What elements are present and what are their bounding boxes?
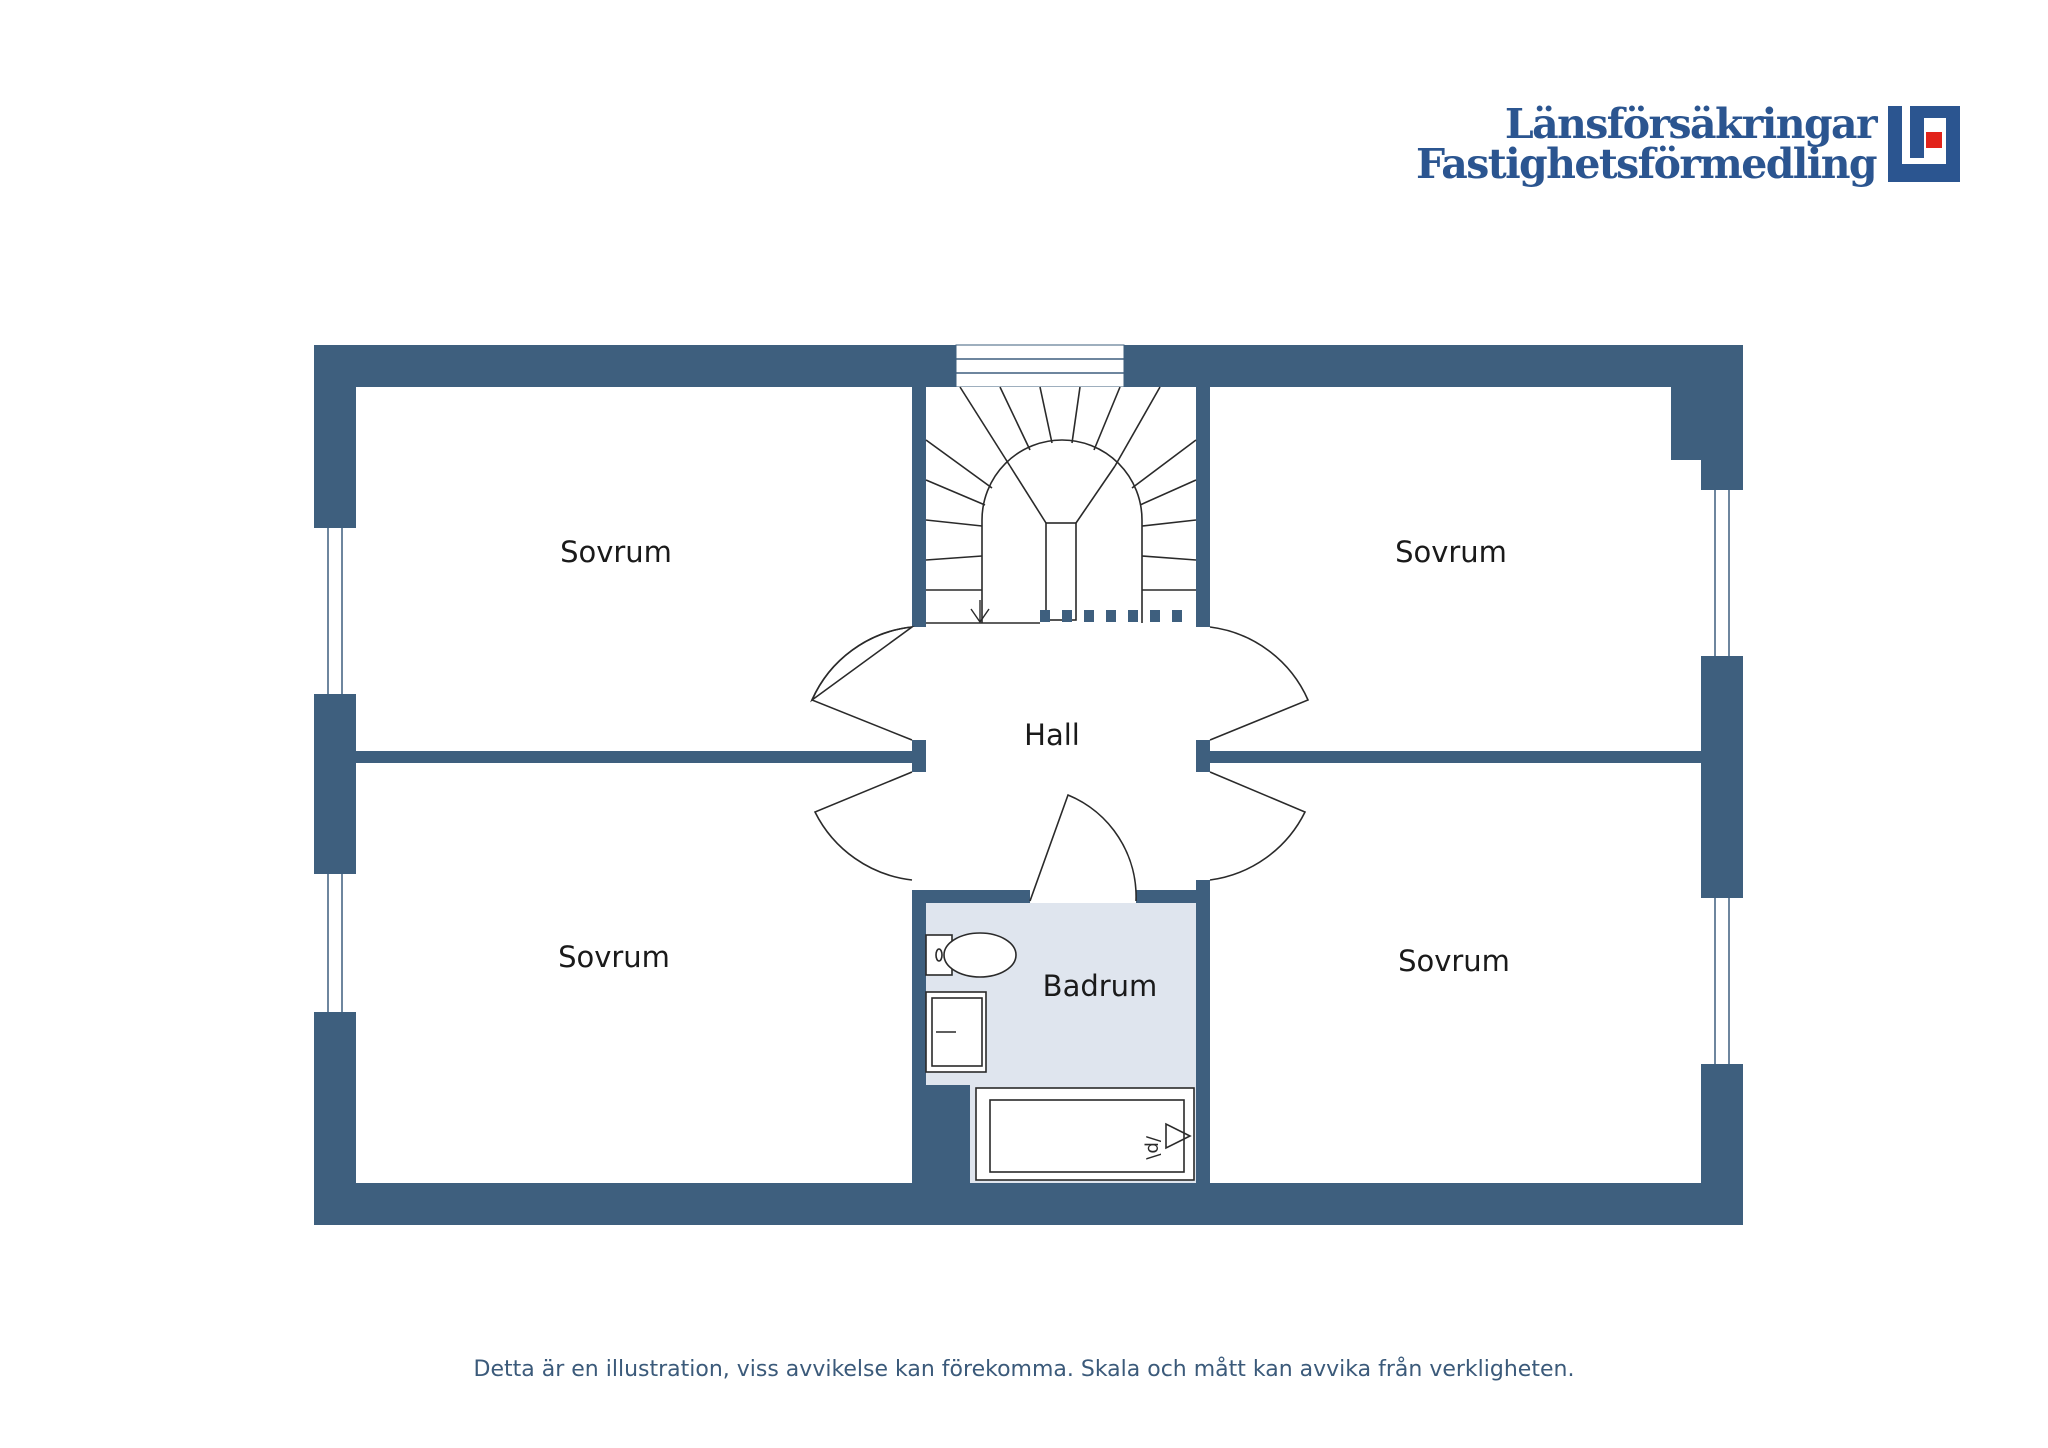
wall-bath-top-left (912, 890, 1030, 903)
wall-bath-right (1196, 880, 1210, 1183)
wall-stair-left (912, 387, 926, 627)
wall-partition-right (1208, 751, 1701, 763)
wall-stair-right (1196, 387, 1210, 627)
door-top-left-swing (810, 626, 913, 741)
brand-name-line1: Länsförsäkringar (1504, 100, 1878, 148)
room-label-bedroom-top-left: Sovrum (560, 535, 672, 569)
doors (810, 625, 1310, 902)
window-top (955, 344, 1125, 388)
brand-logo: Länsförsäkringar Fastighetsförmedling (1416, 100, 1960, 200)
room-label-bedroom-top-right: Sovrum (1395, 535, 1507, 569)
room-label-bedroom-bottom-left: Sovrum (558, 940, 670, 974)
window-left-upper (314, 528, 356, 694)
disclaimer-text: Detta är en illustration, viss avvikelse… (473, 1357, 1575, 1382)
door-top-right-swing (1209, 626, 1310, 741)
toilet-icon (925, 932, 1017, 978)
window-left-lower (314, 874, 356, 1012)
bathtub-icon: /p\ (975, 1087, 1195, 1181)
room-label-bedroom-bottom-right: Sovrum (1398, 944, 1510, 978)
wall-hall-right-stub (1196, 740, 1210, 772)
brand-mark-icon (1888, 106, 1960, 182)
brand-name-line2: Fastighetsförmedling (1416, 140, 1878, 188)
wall-partition-left (356, 751, 912, 763)
staircase (925, 386, 1197, 624)
wall-bath-top-right (1136, 890, 1210, 903)
wall-column (1671, 387, 1701, 460)
door-top-left (810, 625, 915, 703)
door-bottom-right-swing (1209, 771, 1307, 881)
stair-railing (1040, 610, 1182, 622)
sink-icon (925, 991, 987, 1073)
window-right-upper (1701, 490, 1743, 656)
wall-bath-lower-left (926, 1085, 970, 1183)
window-right-lower (1701, 898, 1743, 1064)
door-bottom-left-swing (813, 771, 913, 881)
svg-text:/p\: /p\ (1143, 1136, 1164, 1160)
room-label-bathroom: Badrum (1043, 969, 1158, 1003)
wall-bath-left (912, 890, 926, 1183)
door-bathroom-swing (1029, 793, 1137, 902)
room-label-hall: Hall (1024, 718, 1080, 752)
wall-hall-left-stub (912, 740, 926, 772)
